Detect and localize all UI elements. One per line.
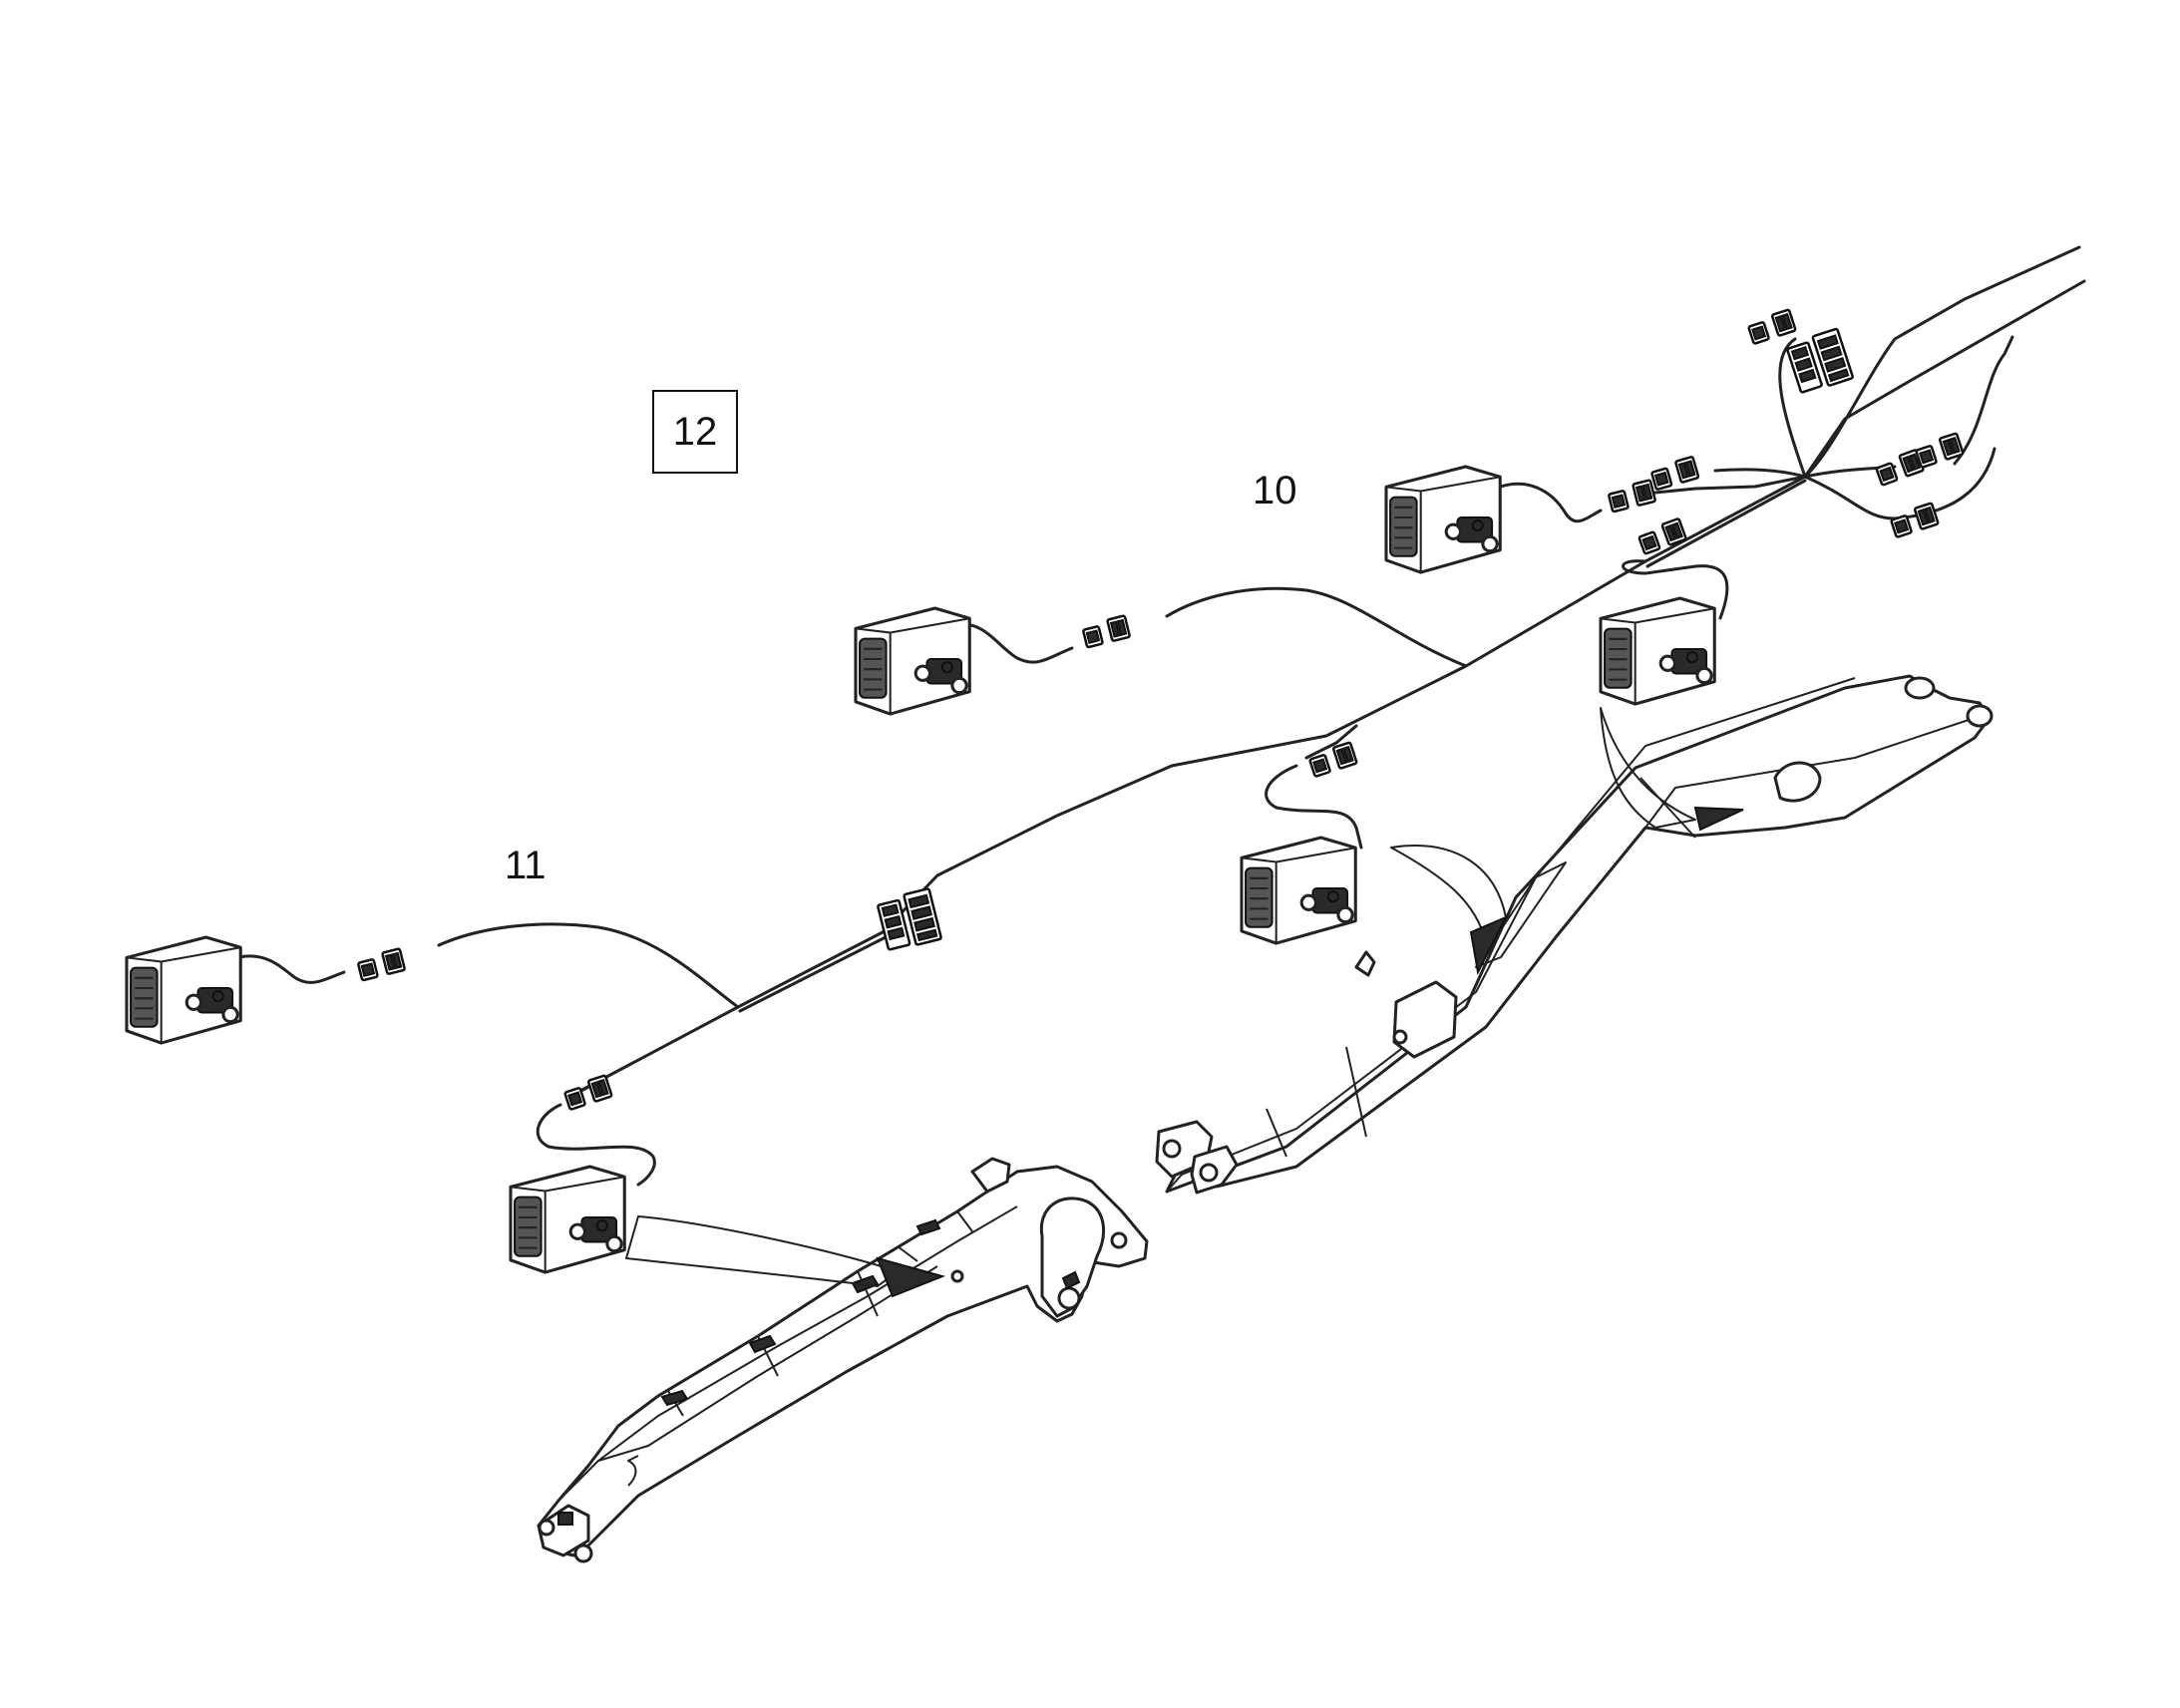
lamp-icon bbox=[854, 606, 971, 716]
lamp-icon bbox=[1599, 596, 1716, 706]
callout-11: 11 bbox=[505, 844, 546, 887]
boom-right bbox=[1155, 674, 1994, 1195]
main-harness bbox=[237, 245, 2086, 1187]
lamp-icon bbox=[509, 1165, 626, 1274]
callout-12: 12 bbox=[652, 390, 738, 474]
boom-lower bbox=[537, 1157, 1149, 1563]
lamp-icon bbox=[125, 935, 242, 1045]
lamp-icon bbox=[1240, 836, 1357, 945]
connectors bbox=[355, 308, 1965, 1112]
lamp-icon bbox=[1384, 465, 1502, 574]
callout-10: 10 bbox=[1253, 469, 1297, 512]
work-lamps bbox=[125, 465, 1716, 1274]
routing-arrows-right bbox=[1390, 707, 1744, 976]
routing-arrow-lower bbox=[625, 1215, 946, 1298]
